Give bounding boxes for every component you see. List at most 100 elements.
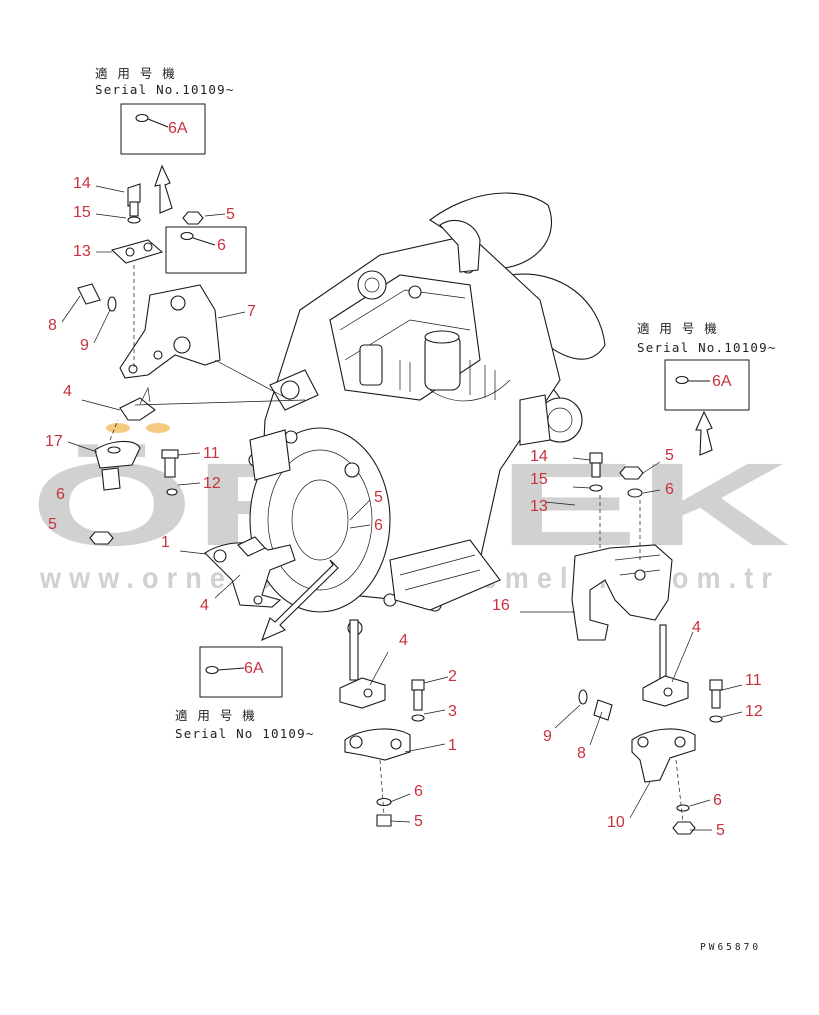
callout-9-right: 9 [543,728,552,745]
callout-1-left: 1 [161,534,170,551]
pulley-top [357,270,387,300]
watermark-accent-right [146,423,170,433]
callout-6-left: 6 [56,486,65,503]
fan-blade-upper [429,192,553,269]
arrow-up-left [154,164,173,214]
callout-5-right: 5 [665,447,674,464]
box-label-6-small: 6 [217,237,226,254]
bolt-2 [411,679,425,691]
callout-2: 2 [448,668,457,685]
callout-6-bottom-right: 6 [713,792,722,809]
drawing-code: PW65870 [700,942,761,953]
plate-13 [110,239,164,264]
washer-3 [411,714,425,722]
serial-right-line2: Serial No.10109~ [637,340,777,355]
callout-numbers: 14 15 5 13 8 9 7 4 17 6 5 11 12 1 4 5 6 … [45,175,763,839]
serial-bottom-line2: Serial No 10109~ [175,726,315,741]
callout-6-mid: 6 [374,517,383,534]
callout-15-right: 15 [530,471,548,488]
leader-lines [61,185,743,831]
arrow-up-right [695,410,713,456]
bolt-11-right [709,679,723,691]
callout-15-top: 15 [73,204,91,221]
serial-top-left-line2: Serial No.10109~ [95,82,235,97]
bracket-1-left [204,542,296,608]
callout-10: 10 [607,814,625,831]
washer-6-bottom-right [676,804,690,812]
callout-16: 16 [492,597,510,614]
washer-6-right [627,488,643,498]
stud-center [349,619,359,681]
serial-bottom-line1: 適 用 号 機 [175,708,256,723]
detail-box-right: 6A [664,359,750,411]
bolt-14-right [589,452,603,464]
callout-14-right: 14 [530,448,548,465]
callout-5-top: 5 [226,206,235,223]
callout-4-lower: 4 [200,597,209,614]
washer-9-right [578,689,588,705]
bracket-16 [571,544,673,641]
washer-12-left [166,488,178,496]
callout-9-left: 9 [80,337,89,354]
callout-12-left: 12 [203,475,221,492]
bolt-14-top [127,183,141,207]
serial-right-line1: 適 用 号 機 [637,321,718,336]
washer-6-center [376,797,392,807]
watermark-accent-left [106,423,130,433]
callout-13-right: 13 [530,498,548,515]
callout-8-right: 8 [577,745,586,762]
callout-8-left: 8 [48,317,57,334]
callout-3: 3 [448,703,457,720]
parts-top-left [77,164,221,379]
callout-5-left: 5 [48,516,57,533]
callout-6-center: 6 [414,783,423,800]
detail-box-small: 6 [165,226,247,274]
head-plate [359,344,383,386]
engine-illustration [248,192,606,636]
nut-5-left [89,531,114,545]
nut-5-right [619,466,644,480]
washer-9-left [107,296,117,312]
callout-5-center: 5 [414,813,423,830]
box-label-6a-right: 6A [712,373,732,390]
stud-right [659,624,667,681]
cushion-4-lower [237,536,266,557]
callout-4-left: 4 [63,383,72,400]
detail-box-bottom: 6A [199,646,283,698]
callout-6-right: 6 [665,481,674,498]
callout-11-left: 11 [203,445,220,462]
box-label-6a-top: 6A [168,120,188,137]
washer-15-right [589,484,603,492]
cushion-4-center [339,677,386,709]
callout-5-mid: 5 [374,489,383,506]
bracket-1-center [344,728,411,761]
callout-4-right: 4 [692,619,701,636]
callout-4-center: 4 [399,632,408,649]
callout-7: 7 [247,303,256,320]
bracket-7 [119,284,221,379]
bolt-8-left [77,283,101,305]
callout-17: 17 [45,433,63,450]
callout-1-center: 1 [448,737,457,754]
callout-12-right: 12 [745,703,763,720]
callout-13-top: 13 [73,243,91,260]
parts-center-mount [339,619,425,827]
detail-box-top-left: 6A [120,103,206,155]
bracket-17 [94,440,141,469]
oil-pan [389,539,501,611]
cushion-4-left [119,397,156,421]
callout-14-top: 14 [73,175,91,192]
callout-11-right: 11 [745,672,762,689]
nut-5-top [182,211,204,225]
washer-15-top [127,216,141,224]
washer-12-right [709,715,723,723]
box-label-6a-bottom: 6A [244,660,264,677]
serial-top-left-line1: 適 用 号 機 [95,66,176,81]
nut-5-bottom-right [672,821,696,835]
bolt-8-right [593,699,613,721]
parts-right-mount [571,410,723,835]
callout-5-bottom-right: 5 [716,822,725,839]
arrow-down-left [261,559,339,642]
